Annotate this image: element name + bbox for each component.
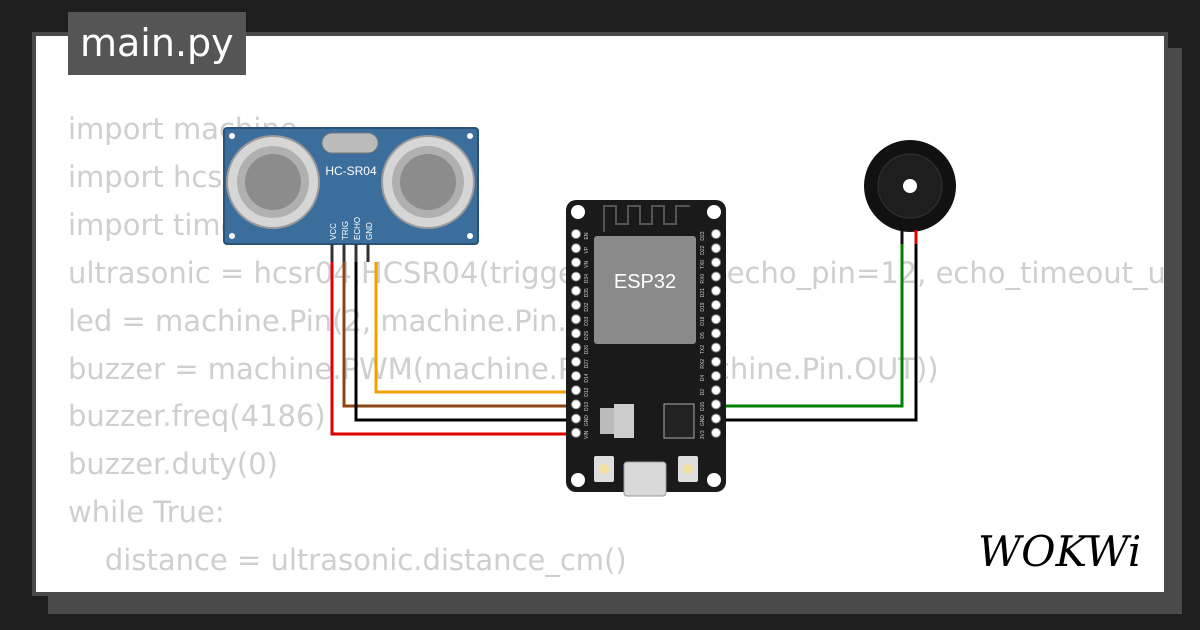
code-line: buzzer.freq(4186)	[68, 399, 326, 434]
wire-echo[interactable]	[374, 262, 574, 394]
right-pin-d4[interactable]	[711, 371, 721, 381]
right-pin-tx2[interactable]	[711, 342, 721, 353]
right-pin-tx0[interactable]	[711, 257, 721, 268]
code-line: while True:	[68, 495, 225, 530]
left-pin-d26[interactable]	[571, 342, 581, 353]
esp32-board[interactable]: ESP32 ENVPVND34D35D32D33D25D26D27D14D12D…	[566, 200, 726, 497]
left-pin-d35[interactable]	[571, 285, 581, 296]
left-pin-d34[interactable]	[571, 271, 581, 282]
board-label: ESP32	[614, 271, 676, 293]
left-pin-label: D12	[584, 387, 590, 396]
left-pin-gnd[interactable]	[571, 413, 581, 424]
right-pin-label: TX0	[700, 260, 706, 269]
usb-port	[623, 461, 667, 497]
left-pin-label: D32	[584, 302, 590, 311]
wire-buzzer-signal[interactable]	[716, 240, 904, 408]
right-pin-label: D4	[700, 375, 706, 382]
right-pin-d15[interactable]	[711, 399, 721, 410]
left-pin-d32[interactable]	[571, 300, 581, 310]
left-pin-d13[interactable]	[571, 399, 581, 410]
right-pin-label: TX2	[700, 345, 706, 354]
left-pin-label: D13	[584, 402, 590, 411]
wires	[330, 240, 918, 436]
left-pin-label: D25	[584, 331, 590, 340]
left-pin-vin[interactable]	[571, 427, 581, 438]
left-pin-label: VIN	[584, 430, 590, 439]
pin-label-echo: ECHO	[353, 217, 362, 240]
left-pin-label: EN	[584, 232, 590, 239]
right-pin-label: D19	[700, 302, 706, 311]
left-pin-label: D33	[584, 316, 590, 325]
left-pin-d27[interactable]	[571, 356, 581, 367]
right-pin-d18[interactable]	[711, 314, 721, 325]
right-pin-label: D5	[700, 332, 706, 339]
right-pin-label: D18	[700, 316, 706, 325]
pin-label-gnd: GND	[365, 222, 374, 240]
left-pin-label: GND	[584, 415, 590, 427]
right-pin-d23[interactable]	[711, 229, 721, 239]
right-pin-d2[interactable]	[711, 385, 721, 396]
right-pin-label: GND	[700, 415, 706, 427]
code-line: distance = ultrasonic.distance_cm()	[68, 543, 627, 578]
left-pin-d12[interactable]	[571, 385, 581, 396]
left-pin-label: D34	[584, 274, 590, 283]
right-pin-label: D22	[700, 245, 706, 254]
right-pin-rx0[interactable]	[711, 271, 721, 282]
right-pin-label: D2	[700, 389, 706, 396]
right-pin-gnd[interactable]	[711, 413, 721, 424]
left-pin-label: D35	[584, 288, 590, 297]
right-pin-rx2[interactable]	[711, 356, 721, 367]
code-line: print('Distance:', distance, 'cm', '|', …	[68, 585, 1164, 592]
left-pin-label: D26	[584, 345, 590, 354]
right-pin-label: D21	[700, 288, 706, 297]
left-pin-en[interactable]	[571, 229, 581, 239]
right-pin-3v3[interactable]	[711, 427, 721, 438]
pin-label-vcc: VCC	[329, 223, 338, 240]
left-pin-d25[interactable]	[571, 328, 581, 339]
right-pin-label: RX0	[700, 274, 706, 284]
right-pin-label: 3V3	[700, 430, 706, 439]
pin-label-trig: TRIG	[341, 221, 350, 240]
right-pin-d21[interactable]	[711, 285, 721, 296]
right-pin-d19[interactable]	[711, 300, 721, 310]
right-pin-label: D23	[700, 231, 706, 240]
right-pin-d22[interactable]	[711, 243, 721, 254]
right-pin-d5[interactable]	[711, 328, 721, 339]
left-pin-label: VP	[584, 246, 590, 253]
left-pin-d14[interactable]	[571, 371, 581, 381]
left-pin-label: D27	[584, 359, 590, 368]
hc-sr04-sensor[interactable]: HC-SR04 VCC TRIG ECHO GND	[223, 127, 479, 262]
brand-text: WOKWi	[978, 530, 1141, 576]
wokwi-logo: WOKWi	[978, 530, 1141, 576]
left-pin-vn[interactable]	[571, 257, 581, 268]
left-transducer	[226, 135, 320, 229]
right-pin-label: D15	[700, 402, 706, 411]
sensor-label: HC-SR04	[325, 164, 377, 178]
buzzer[interactable]	[864, 140, 956, 244]
file-tab[interactable]: main.py	[68, 12, 246, 75]
wire-gnd[interactable]	[354, 262, 574, 422]
wire-trig[interactable]	[342, 262, 574, 408]
wire-buzzer-gnd[interactable]	[716, 240, 918, 422]
right-pin-label: RX2	[700, 359, 706, 369]
code-line: buzzer.duty(0)	[68, 447, 278, 482]
left-pin-label: D14	[584, 373, 590, 382]
left-pin-label: VN	[584, 261, 590, 268]
wire-vcc[interactable]	[330, 262, 574, 436]
right-transducer	[381, 135, 475, 229]
left-pin-vp[interactable]	[571, 243, 581, 254]
left-pin-d33[interactable]	[571, 314, 581, 325]
